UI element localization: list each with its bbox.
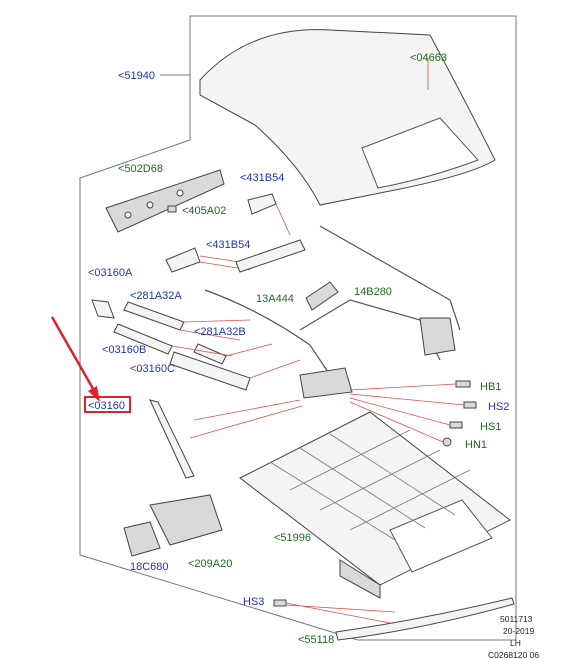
reference-date: 20-2019 [503, 626, 534, 636]
label-55118[interactable]: <55118 [298, 634, 334, 646]
label-281a32a[interactable]: <281A32A [130, 290, 182, 302]
nut-hn1[interactable] [442, 437, 452, 447]
selection-arrow-icon [50, 316, 100, 402]
seal-03160a[interactable] [91, 299, 115, 319]
reference-drawing: C0268120 06 [488, 650, 539, 659]
hinge-upper[interactable] [247, 193, 277, 215]
label-14b280[interactable]: 14B280 [354, 286, 392, 298]
seal-03160b[interactable] [113, 323, 173, 355]
rear-frame-51996[interactable] [239, 411, 511, 599]
screw-hs1[interactable] [449, 421, 463, 429]
seal-03160-selected[interactable] [149, 399, 195, 479]
label-hs2[interactable]: HS2 [488, 401, 509, 413]
label-03160a[interactable]: <03160A [88, 267, 133, 279]
panel-502d68[interactable] [105, 169, 225, 233]
assembly-frame [79, 15, 517, 641]
latch-209a20[interactable] [149, 494, 223, 546]
hinge-lower[interactable] [165, 247, 201, 273]
label-hb1[interactable]: HB1 [480, 381, 501, 393]
label-hs3[interactable]: HS3 [243, 596, 264, 608]
motor-14b280[interactable] [305, 281, 339, 311]
seal-281a32b[interactable] [193, 343, 227, 365]
reference-side: LH [510, 638, 521, 648]
label-hs1[interactable]: HS1 [480, 421, 501, 433]
label-roof-cover[interactable]: <51940 [118, 70, 155, 82]
label-03160c[interactable]: <03160C [130, 363, 175, 375]
seal-281a32a[interactable] [123, 301, 185, 331]
screw-hs3[interactable] [273, 599, 287, 607]
strip-55118[interactable] [335, 597, 515, 641]
actuator-18c680[interactable] [123, 521, 161, 557]
selected-part-highlight [84, 396, 131, 413]
bolt-hb1[interactable] [455, 380, 471, 388]
label-502d68[interactable]: <502D68 [118, 163, 163, 175]
seal-03160c[interactable] [169, 351, 251, 391]
label-405a02[interactable]: <405A02 [182, 205, 226, 217]
label-03160b[interactable]: <03160B [102, 344, 146, 356]
label-18c680[interactable]: 18C680 [130, 561, 169, 573]
label-281a32b[interactable]: <281A32B [194, 326, 246, 338]
clip-405a02[interactable] [167, 205, 177, 213]
label-51996[interactable]: <51996 [274, 532, 311, 544]
top-roof-panel[interactable] [199, 29, 496, 206]
label-hn1[interactable]: HN1 [465, 439, 487, 451]
label-209a20[interactable]: <209A20 [188, 558, 232, 570]
label-13a444[interactable]: 13A444 [256, 293, 294, 305]
roof-linkage-assembly[interactable] [204, 225, 461, 399]
label-431b54-lower[interactable]: <431B54 [206, 239, 250, 251]
screw-hs2[interactable] [463, 401, 477, 409]
reference-code: 5011713 [500, 614, 533, 624]
label-431b54-upper[interactable]: <431B54 [240, 172, 284, 184]
label-top-panel[interactable]: <04663 [410, 52, 447, 64]
label-03160-selected[interactable]: <03160 [88, 400, 125, 412]
